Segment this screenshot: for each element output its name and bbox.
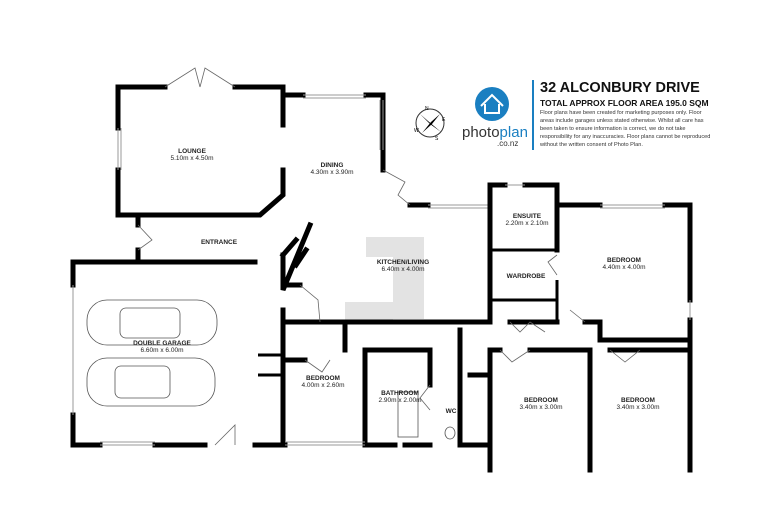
room-name: KITCHEN/LIVING [377,259,429,266]
kitchen-bench [366,237,424,257]
floor-area: TOTAL APPROX FLOOR AREA 195.0 SQM [540,98,709,108]
room-size: 4.00m x 2.60m [302,382,345,389]
room-size: 3.40m x 3.00m [520,404,563,411]
room-name: WC [446,408,457,415]
room-name: WARDROBE [507,273,546,280]
brand-text: photo [462,124,500,141]
room-name: DOUBLE GARAGE [133,340,191,347]
brand-wordmark: photoplan [462,124,528,141]
room-size: 3.40m x 3.00m [617,404,660,411]
disclaimer: Floor plans have been created for market… [540,110,711,148]
room-size: 4.40m x 4.00m [603,264,646,271]
kitchen-island [393,257,424,319]
compass-south: S [435,136,439,142]
room-size: 6.60m x 6.00m [141,347,184,354]
room-size: 4.30m x 3.90m [311,169,354,176]
brand-domain: .co.nz [497,139,519,148]
room-name: ENSUITE [513,213,542,220]
room-size: 2.20m x 2.10m [506,220,549,227]
bathtub [397,391,419,438]
compass-west: W [414,128,419,134]
room-name: BEDROOM [306,375,340,382]
compass-east: E [442,117,446,123]
walls [70,67,693,473]
property-address: 32 ALCONBURY DRIVE [540,80,700,96]
room-size: 2.90m x 2.00m [379,397,422,404]
compass: N E S W [414,106,446,142]
room-name: BATHROOM [381,390,419,397]
photoplan-logo [475,87,509,121]
kitchen-counter [345,302,393,320]
room-labels: LOUNGE 5.10m x 4.50m DINING 4.30m x 3.90… [133,148,659,415]
room-name: BEDROOM [621,397,655,404]
brand-text-accent: plan [499,124,528,141]
toilet [444,426,456,440]
header-divider [532,80,534,150]
room-name: BEDROOM [524,397,558,404]
room-name: DINING [321,162,344,169]
room-name: ENTRANCE [201,239,238,246]
room-name: BEDROOM [607,257,641,264]
room-name: LOUNGE [178,148,206,155]
compass-north: N [425,106,429,112]
room-size: 6.40m x 4.00m [382,266,425,273]
cars [86,299,218,407]
room-size: 5.10m x 4.50m [171,155,214,162]
